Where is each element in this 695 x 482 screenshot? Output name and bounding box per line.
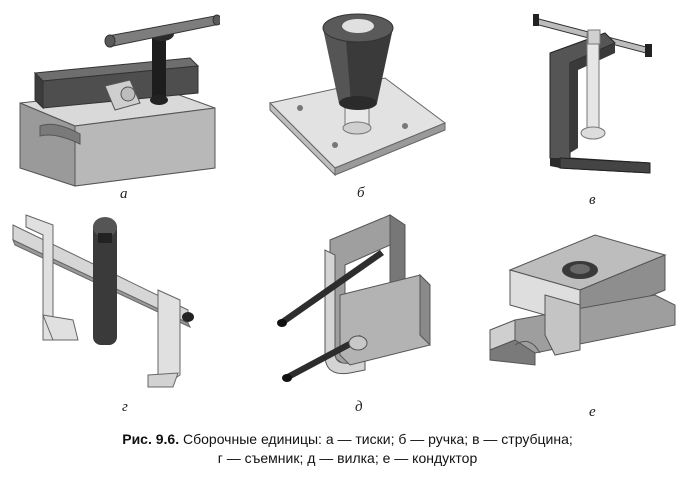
caption-figure-number: Рис. 9.6. [122,431,180,447]
panel-label-e: е [589,404,596,420]
figure-puller [12,214,194,388]
caption-text-1: Сборочные единицы: а — тиски; б — ручка;… [183,431,573,447]
panel-label-d: д [355,399,363,415]
panel-label-b: б [357,185,365,201]
figure-caption: Рис. 9.6. Сборочные единицы: а — тиски; … [0,430,695,468]
caption-line-1: Рис. 9.6. Сборочные единицы: а — тиски; … [0,430,695,449]
panel-label-a: а [120,186,128,202]
figure-vise [19,14,220,187]
panel-label-g: г [122,399,128,415]
figure-handle [268,13,447,177]
caption-line-2: г — съемник; д — вилка; е — кондуктор [217,450,478,466]
panel-label-v: в [589,192,596,208]
figure-fork [277,214,431,382]
figure-jig [489,234,676,366]
figure-clamp [533,14,652,174]
